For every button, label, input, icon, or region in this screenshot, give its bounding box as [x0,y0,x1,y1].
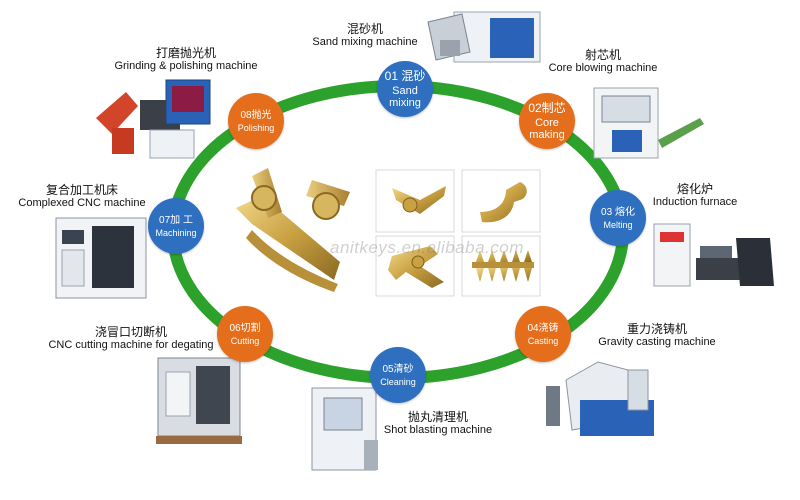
machine-label-shot-blasting: 抛丸清理机 Shot blasting machine [378,410,498,437]
machine-name-zh: 重力浇铸机 [582,322,732,336]
part-photo-2 [462,170,540,232]
step-english-label: Casting [528,336,559,346]
step-number-label: 04浇铸 [527,323,558,334]
machine-label-induction-furnace: 熔化炉 Induction furnace [640,182,750,209]
step-node-core-making: 02制芯 Core making [519,93,575,149]
watermark-text: anitkeys.en.alibaba.com [330,238,524,258]
step-number-label: 02制芯 [528,102,565,115]
machine-label-gravity-casting: 重力浇铸机 Gravity casting machine [582,322,732,349]
step-node-machining: 07加 工 Machining [148,198,204,254]
machine-name-zh: 射芯机 [538,48,668,62]
step-node-melting: 03 熔化 Melting [590,190,646,246]
machine-name-zh: 打磨抛光机 [106,46,266,60]
step-number-label: 08抛光 [240,110,271,121]
machine-label-grinding-polishing: 打磨抛光机 Grinding & polishing machine [106,46,266,73]
machine-name-en: Grinding & polishing machine [106,60,266,73]
machine-label-sand-mixing: 混砂机 Sand mixing machine [300,22,430,49]
step-node-polishing: 08抛光 Polishing [228,93,284,149]
sand-mixing-machine-image [428,12,540,62]
step-number-label: 03 熔化 [601,207,635,218]
complexed-cnc-machine-image [56,218,146,298]
machine-name-en: CNC cutting machine for degating [38,339,224,352]
step-english-label: Polishing [238,123,275,133]
cnc-degating-machine-image [156,358,242,444]
step-node-cleaning: 05清砂 Cleaning [370,347,426,403]
machine-name-en: Shot blasting machine [378,424,498,437]
machine-name-zh: 熔化炉 [640,182,750,196]
core-blowing-machine-image [594,88,704,158]
brass-fitting-large-image [236,168,350,292]
step-number-label: 01 混砂 [385,70,426,83]
step-number-label: 05清砂 [382,364,413,375]
machine-label-cnc-degating: 浇冒口切断机 CNC cutting machine for degating [38,325,224,352]
machine-name-en: Complexed CNC machine [12,197,152,210]
part-photo-1 [376,170,454,232]
machine-name-zh: 抛丸清理机 [378,410,498,424]
machine-name-en: Core blowing machine [538,62,668,75]
step-english-label: Cleaning [380,377,416,387]
step-node-sand-mixing: 01 混砂 Sand mixing [377,61,433,117]
step-number-label: 06切割 [229,323,260,334]
machine-label-complexed-cnc: 复合加工机床 Complexed CNC machine [12,183,152,210]
machine-name-zh: 浇冒口切断机 [38,325,224,339]
machine-label-core-blowing: 射芯机 Core blowing machine [538,48,668,75]
step-english-label: Sand mixing [377,85,433,109]
machine-name-en: Induction furnace [640,196,750,209]
step-english-label: Machining [155,228,196,238]
step-english-label: Core making [519,117,575,141]
machine-name-en: Gravity casting machine [582,336,732,349]
step-english-label: Melting [603,220,632,230]
machine-name-zh: 混砂机 [300,22,430,36]
shot-blasting-machine-image [312,388,378,470]
gravity-casting-machine-image [546,362,654,436]
step-number-label: 07加 工 [159,215,193,226]
grinding-polishing-machine-image [96,80,210,158]
step-node-cutting: 06切割 Cutting [217,306,273,362]
induction-furnace-image [654,224,774,286]
step-node-casting: 04浇铸 Casting [515,306,571,362]
machine-name-zh: 复合加工机床 [12,183,152,197]
machine-name-en: Sand mixing machine [300,36,430,49]
step-english-label: Cutting [231,336,260,346]
